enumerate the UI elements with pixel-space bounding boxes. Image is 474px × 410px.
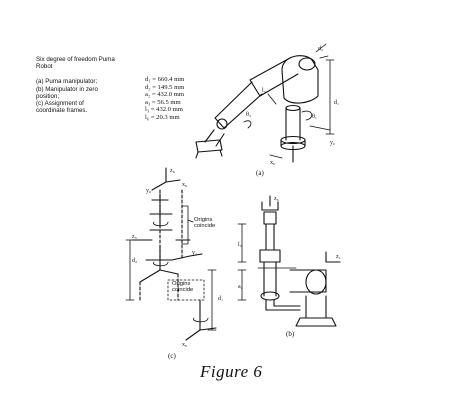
panel-label-b: (b): [286, 330, 295, 338]
axis-labels: z₆ y₆ x₆ z₃ d₂ y₁ x₀ d₁ z₆ l₃ a₂ z₁ d₁ y…: [132, 46, 341, 348]
origins-note-2-line2: coincide: [172, 287, 194, 293]
svg-text:x₀: x₀: [182, 342, 187, 348]
svg-text:θ₁: θ₁: [312, 114, 317, 120]
dim-a3: a₃ = 56.5 mm: [145, 98, 181, 106]
panel-label-c: (c): [168, 352, 176, 360]
origins-coincide-note-2: Origins coincide: [172, 281, 193, 293]
svg-text:d₂: d₂: [318, 46, 323, 52]
svg-text:z₃: z₃: [132, 234, 137, 240]
caption-item-a: (a) Puma manipulator;: [36, 78, 98, 86]
svg-text:y₁: y₁: [192, 250, 197, 256]
coordinate-frames-drawing: [125, 167, 217, 341]
svg-text:a₂: a₂: [238, 284, 243, 290]
puma-manipulator-drawing: [195, 43, 335, 163]
dim-d1: d₁ = 660.4 mm: [145, 76, 185, 83]
svg-text:z₆: z₆: [170, 168, 175, 174]
origins-coincide-note-1: Origins coincide: [194, 217, 215, 229]
caption-item-c1: (c) Assignment of: [36, 100, 84, 108]
dimension-list: d₁ = 660.4 mm d₂ = 149.5 mm a₂ = 432.0 m…: [145, 76, 184, 122]
svg-text:l₃: l₃: [238, 242, 242, 248]
svg-text:d₁: d₁: [334, 100, 339, 106]
origins-note-1-line1: Origins: [194, 217, 213, 223]
figure-title: Figure 6: [200, 362, 263, 381]
caption-item-c2: coordinate frames.: [36, 107, 88, 115]
caption-title-line2: Robot: [36, 63, 53, 71]
caption-item-b2: position;: [36, 92, 60, 100]
zero-position-drawing: [237, 195, 341, 327]
svg-text:y₀: y₀: [330, 140, 335, 146]
dim-d2: d₂ = 149.5 mm: [145, 83, 185, 91]
origins-note-1-line2: coincide: [194, 223, 216, 229]
origins-note-2-line1: Origins: [172, 281, 191, 287]
svg-text:z₆: z₆: [274, 196, 279, 202]
svg-text:y₆: y₆: [146, 188, 151, 194]
svg-text:θ₃: θ₃: [246, 112, 251, 118]
figure-caption: Six degree of freedom Puma Robot (a) Pum…: [36, 56, 126, 114]
caption-item-b1: (b) Manipulator in zero: [36, 85, 98, 93]
panel-label-a: (a): [256, 169, 264, 177]
svg-text:x₀: x₀: [270, 160, 275, 166]
dim-a2: a₂ = 432.0 mm: [145, 91, 184, 99]
dim-l3: l₃ = 432.0 mm: [145, 106, 183, 114]
svg-text:z₁: z₁: [336, 254, 341, 260]
svg-text:l₃: l₃: [262, 88, 266, 94]
svg-text:d₁: d₁: [218, 296, 223, 302]
svg-text:d₂: d₂: [132, 258, 137, 264]
dim-l6: l₆ = 20.3 mm: [145, 113, 180, 121]
caption-title-line1: Six degree of freedom Puma: [36, 56, 115, 63]
svg-text:x₆: x₆: [182, 182, 187, 188]
